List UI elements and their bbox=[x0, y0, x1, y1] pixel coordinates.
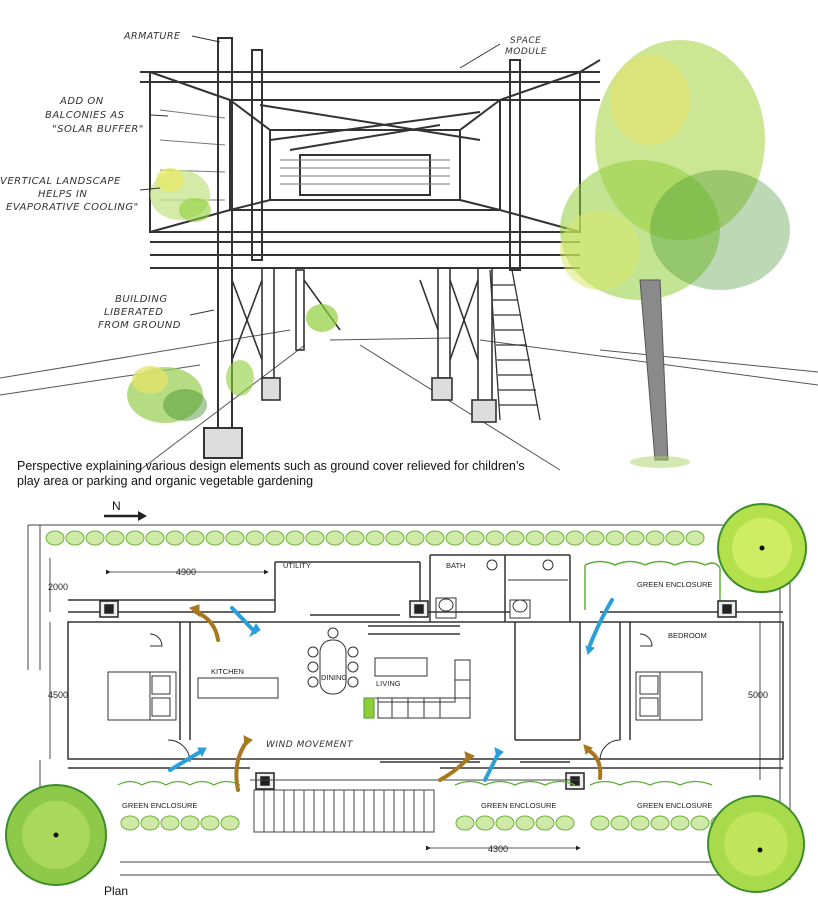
annotation-balconies-line1: ADD ON bbox=[59, 96, 104, 107]
dimension-4300: 4300 bbox=[488, 844, 508, 854]
room-label-green-enclosure-top: GREEN ENCLOSURE bbox=[637, 580, 712, 589]
room-label-living: LIVING bbox=[376, 679, 401, 688]
bedroom-right-bed bbox=[599, 633, 703, 761]
staircase bbox=[489, 269, 541, 421]
floor-plan: N bbox=[5, 499, 807, 893]
wind-arrows bbox=[168, 598, 614, 792]
plan-title: Plan bbox=[104, 884, 129, 898]
perspective-caption: Perspective explaining various design el… bbox=[17, 459, 525, 488]
room-label-bath: BATH bbox=[446, 561, 465, 570]
dining-table bbox=[307, 627, 359, 695]
annotation-vertical-landscape-line2: HELPS IN bbox=[38, 189, 87, 200]
vertical-landscape-foliage bbox=[150, 168, 211, 222]
annotation-balconies-line2: BALCONIES AS bbox=[45, 110, 125, 121]
entry-deck bbox=[250, 779, 580, 833]
annotation-building-line3: FROM GROUND bbox=[98, 320, 181, 331]
green-enclosure-bottom-foliage bbox=[117, 780, 713, 786]
room-label-dining: DINING bbox=[321, 673, 347, 682]
hedge-row-top bbox=[45, 530, 705, 546]
room-label-green-enclosure-bottom-right: GREEN ENCLOSURE bbox=[637, 801, 712, 810]
north-label: N bbox=[112, 499, 121, 513]
plan-tree-bottom-left bbox=[5, 784, 107, 886]
dimension-4500: 4500 bbox=[48, 690, 68, 700]
annotation-vertical-landscape-line1: VERTICAL LANDSCAPE bbox=[0, 176, 121, 187]
dimension-4900: 4900 bbox=[176, 567, 196, 577]
annotation-balconies-line3: "SOLAR BUFFER" bbox=[52, 124, 144, 135]
annotation-vertical-landscape-line3: EVAPORATIVE COOLING" bbox=[6, 202, 139, 213]
building-walls bbox=[67, 554, 784, 769]
room-label-kitchen: KITCHEN bbox=[211, 667, 244, 676]
green-enclosure-top-foliage bbox=[584, 560, 721, 610]
plan-tree-bottom-right bbox=[707, 795, 805, 893]
tree-sketch bbox=[560, 40, 790, 468]
room-label-green-enclosure-bottom-middle: GREEN ENCLOSURE bbox=[481, 801, 556, 810]
living-sofa bbox=[363, 657, 471, 719]
ground-shrubs bbox=[127, 304, 338, 423]
plan-tree-top-right bbox=[717, 503, 807, 593]
dimension-5000: 5000 bbox=[748, 690, 768, 700]
bath-fixtures bbox=[435, 559, 568, 619]
structural-columns bbox=[99, 600, 737, 790]
annotation-building-line1: BUILDING bbox=[115, 294, 168, 305]
room-label-green-enclosure-bottom-left: GREEN ENCLOSURE bbox=[122, 801, 197, 810]
bedroom-left-bed bbox=[107, 633, 191, 763]
kitchen-counter bbox=[197, 677, 279, 699]
annotation-space-module-line2: MODULE bbox=[505, 47, 547, 57]
wind-movement-label: WIND MOVEMENT bbox=[266, 740, 354, 750]
room-label-utility: UTILITY bbox=[283, 561, 311, 570]
dimension-2000: 2000 bbox=[48, 582, 68, 592]
annotation-space-module-line1: SPACE bbox=[510, 36, 541, 46]
annotation-armature: ARMATURE bbox=[123, 31, 180, 42]
hedge-row-bottom bbox=[120, 815, 730, 831]
annotation-building-line2: LIBERATED bbox=[104, 307, 163, 318]
north-arrow bbox=[104, 511, 147, 521]
room-label-bedroom: BEDROOM bbox=[668, 631, 707, 640]
perspective-sketch: ARMATURE SPACE MODULE ADD ON BALCONIES A… bbox=[0, 31, 818, 471]
